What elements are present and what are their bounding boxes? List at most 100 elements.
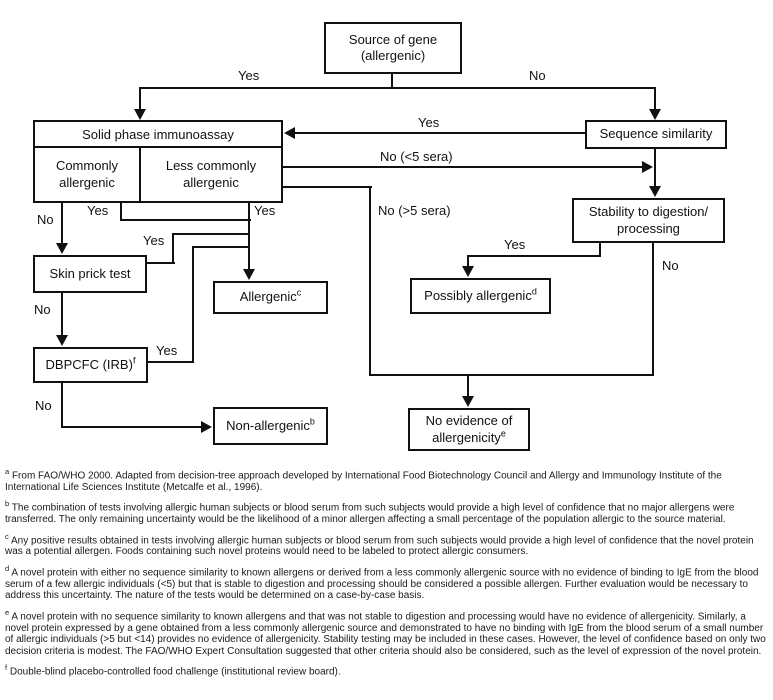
footnote-a-text: From FAO/WHO 2000. Adapted from decision… xyxy=(5,470,722,493)
footnote-f-marker: f xyxy=(5,663,8,673)
edge-commonly-no xyxy=(61,203,63,245)
arrowhead-into-solid-phase-right xyxy=(284,127,295,139)
arrowhead-into-solid-phase xyxy=(134,109,146,120)
node-stability-label: Stability to digestion/ processing xyxy=(588,204,709,236)
node-no-evidence: No evidence of allergenicitye xyxy=(408,408,530,451)
node-no-evidence-label: No evidence of allergenicity xyxy=(425,413,513,445)
node-source-of-gene-label: Source of gene (allergenic) xyxy=(348,31,438,63)
footnote-d-marker: d xyxy=(5,563,10,573)
edge-stability-yes-v2 xyxy=(467,255,469,268)
edge-commonly-yes-h xyxy=(120,219,251,221)
solid-phase-cells: Commonly allergenic Less commonly allerg… xyxy=(35,148,281,201)
node-allergenic-label: Allergenic xyxy=(239,289,297,305)
arrowhead-into-allergenic xyxy=(243,269,255,280)
footnote-f: f Double-blind placebo-controlled food c… xyxy=(5,662,769,678)
arrowhead-into-no-evidence xyxy=(462,396,474,407)
edge-seqsim-to-stability xyxy=(654,147,656,189)
node-non-allergenic: Non-allergenicb xyxy=(213,407,328,445)
edge-stability-no-v xyxy=(652,243,654,376)
edge-to-no-evidence xyxy=(467,374,469,398)
edge-commonly-yes-v xyxy=(120,203,122,221)
footnote-e-marker: e xyxy=(5,607,10,617)
node-stability-to-digestion: Stability to digestion/ processing xyxy=(572,198,725,243)
edge-yes-to-solid-phase xyxy=(139,87,141,111)
footnotes-block: a From FAO/WHO 2000. Adapted from decisi… xyxy=(5,466,769,683)
edge-stability-yes-v1 xyxy=(599,243,601,257)
node-allergenic-footnote-ref: c xyxy=(296,288,302,299)
label-yes-dbpcfc: Yes xyxy=(155,343,179,358)
node-dbpcfc-label: DBPCFC (IRB) xyxy=(45,356,133,372)
label-no-stability: No xyxy=(661,258,680,273)
node-sequence-similarity-label: Sequence similarity xyxy=(599,126,713,142)
node-dbpcfc-footnote-ref: f xyxy=(132,355,136,366)
node-non-allergenic-label: Non-allergenic xyxy=(226,417,310,433)
edge-skin-yes-h1 xyxy=(147,262,175,264)
edge-dbpcfc-yes-h2 xyxy=(192,246,250,248)
edge-dbpcfc-no-h xyxy=(61,426,203,428)
node-solid-phase-immunoassay: Solid phase immunoassay Commonly allerge… xyxy=(33,120,283,203)
footnote-a: a From FAO/WHO 2000. Adapted from decisi… xyxy=(5,466,769,493)
footnote-c: c Any positive results obtained in tests… xyxy=(5,531,769,558)
edge-skin-no xyxy=(61,293,63,337)
label-no-top: No xyxy=(528,68,547,83)
node-no-evidence-footnote-ref: e xyxy=(500,428,506,439)
footnote-f-text: Double-blind placebo-controlled food cha… xyxy=(9,666,341,678)
edge-no-gt5-sera-h xyxy=(283,186,372,188)
edge-no-gt5-sera-v xyxy=(369,186,371,376)
label-yes-stability: Yes xyxy=(503,237,527,252)
label-no-skin-prick: No xyxy=(33,302,52,317)
node-possibly-allergenic-footnote-ref: d xyxy=(531,286,537,297)
edge-no-lt5-sera xyxy=(283,166,644,168)
node-possibly-allergenic-label: Possibly allergenic xyxy=(424,287,532,303)
edge-top-split xyxy=(139,87,656,89)
arrowhead-no-lt5-sera xyxy=(642,161,653,173)
node-non-allergenic-footnote-ref: b xyxy=(309,416,315,427)
edge-skin-yes-v xyxy=(172,233,174,264)
label-no-dbpcfc: No xyxy=(34,398,53,413)
edge-dbpcfc-no-v xyxy=(61,383,63,428)
node-source-of-gene: Source of gene (allergenic) xyxy=(324,22,462,74)
node-skin-prick-test: Skin prick test xyxy=(33,255,147,293)
footnote-e: e A novel protein with no sequence simil… xyxy=(5,607,769,657)
arrowhead-into-dbpcfc xyxy=(56,335,68,346)
label-no-gt5-sera: No (>5 sera) xyxy=(377,203,452,218)
footnote-b-text: The combination of tests involving aller… xyxy=(5,502,735,526)
footnote-e-text: A novel protein with no sequence similar… xyxy=(5,611,766,657)
solid-phase-header: Solid phase immunoassay xyxy=(35,122,281,148)
node-allergenic: Allergenicc xyxy=(213,281,328,314)
label-no-lt5-sera: No (<5 sera) xyxy=(379,149,454,164)
edge-merge-h xyxy=(369,374,654,376)
edge-allergenic-trunk xyxy=(248,203,250,271)
footnote-b-marker: b xyxy=(5,499,10,509)
label-yes-skin-prick: Yes xyxy=(142,233,166,248)
arrowhead-into-sequence-similarity xyxy=(649,109,661,120)
cell-less-commonly-allergenic: Less commonly allergenic xyxy=(165,157,257,190)
footnote-c-text: Any positive results obtained in tests i… xyxy=(5,534,754,558)
node-sequence-similarity: Sequence similarity xyxy=(585,120,727,149)
label-yes-commonly: Yes xyxy=(86,203,110,218)
edge-seqsim-yes xyxy=(293,132,585,134)
label-yes-seqsim: Yes xyxy=(417,115,441,130)
footnote-a-marker: a xyxy=(5,467,10,476)
edge-stability-yes-h xyxy=(467,255,601,257)
arrowhead-into-non-allergenic xyxy=(201,421,212,433)
edge-skin-yes-h2 xyxy=(172,233,250,235)
footnote-d-text: A novel protein with either no sequence … xyxy=(5,567,759,602)
edge-no-to-sequence-similarity xyxy=(654,87,656,111)
edge-dbpcfc-yes-h1 xyxy=(148,361,194,363)
arrowhead-into-possibly-allergenic xyxy=(462,266,474,277)
node-dbpcfc: DBPCFC (IRB)f xyxy=(33,347,148,383)
cell-commonly-allergenic: Commonly allergenic xyxy=(35,148,141,201)
arrowhead-into-skin-prick xyxy=(56,243,68,254)
edge-source-stub xyxy=(391,74,393,89)
arrowhead-into-stability xyxy=(649,186,661,197)
node-possibly-allergenic: Possibly allergenicd xyxy=(410,278,551,314)
node-skin-prick-label: Skin prick test xyxy=(49,265,131,281)
label-no-commonly: No xyxy=(36,212,55,227)
footnote-b: b The combination of tests involving all… xyxy=(5,498,769,525)
footnote-c-marker: c xyxy=(5,531,9,541)
label-yes-top: Yes xyxy=(237,68,261,83)
label-yes-less-commonly: Yes xyxy=(253,203,277,218)
edge-dbpcfc-yes-v xyxy=(192,246,194,363)
